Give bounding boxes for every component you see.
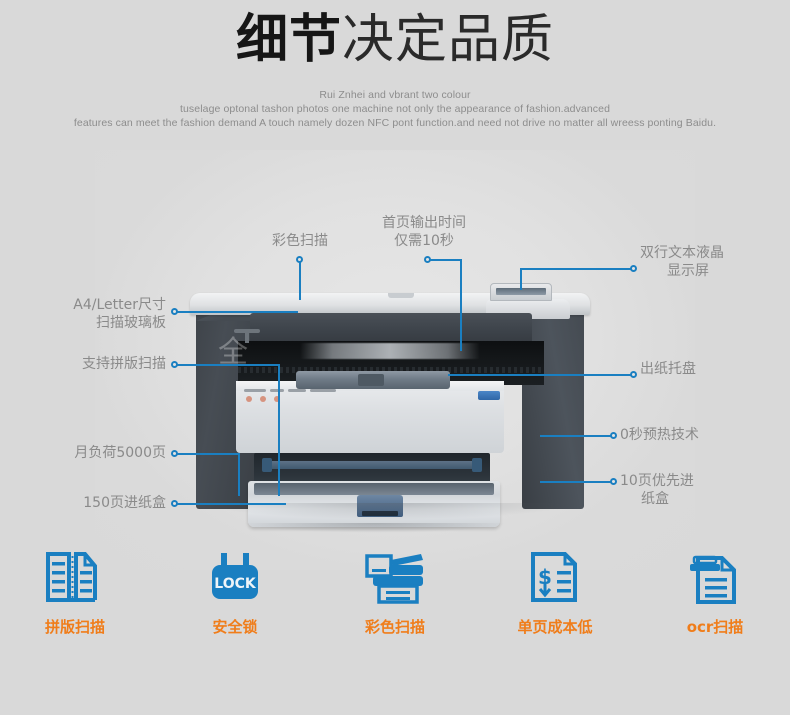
subtitle-line-1: Rui Znhei and vbrant two colour — [319, 89, 471, 101]
lock-icon-text: LOCK — [214, 576, 257, 592]
lead-lcd-display-v — [520, 268, 522, 290]
printer-badge — [478, 391, 500, 400]
scanner-interior-rail — [238, 367, 544, 373]
tray-drop-shadow — [242, 523, 508, 533]
scanner-slot — [250, 313, 532, 345]
callout-priority-tray-10-label-2: 纸盒 — [641, 491, 669, 507]
dual-page-scan-icon — [20, 548, 130, 610]
dot-color-scan — [296, 256, 303, 263]
lead-zero-warmup — [540, 435, 613, 437]
lead-monthly-duty-v — [238, 453, 240, 496]
lead-lcd-display-h — [520, 268, 633, 270]
dot-input-tray-150 — [171, 500, 178, 507]
feature-low-page-cost[interactable]: $ 单页成本低 — [500, 548, 610, 637]
callout-color-scan-label: 彩色扫描 — [272, 233, 328, 249]
callout-output-tray-label: 出纸托盘 — [640, 361, 696, 377]
subtitle: Rui Znhei and vbrant two colour tuselage… — [0, 88, 790, 130]
callout-color-scan: 彩色扫描 — [258, 232, 342, 250]
ocr-scan-icon — [660, 548, 770, 610]
color-scanner-icon — [340, 548, 450, 610]
callout-zero-warmup: 0秒预热技术 — [620, 426, 760, 444]
lead-a4-glass — [176, 311, 298, 313]
printer-right-panel — [522, 297, 584, 509]
callout-first-page-time-label-2: 仅需10秒 — [394, 233, 454, 249]
callout-priority-tray-10: 10页优先进 纸盒 — [620, 472, 760, 508]
security-lock-icon: LOCK — [180, 548, 290, 610]
feature-ocr-scan-label: ocr扫描 — [686, 618, 744, 636]
callout-a4-glass-label-2: 扫描玻璃板 — [96, 315, 166, 331]
lead-merge-scan-v — [278, 364, 280, 496]
output-tray-tab — [358, 374, 384, 386]
subtitle-line-2: tuselage optonal tashon photos one machi… — [179, 103, 611, 115]
callout-lcd-display-label-2: 显示屏 — [667, 263, 709, 279]
lead-color-scan — [299, 262, 301, 300]
feature-security-lock[interactable]: LOCK 安全锁 — [180, 548, 290, 637]
callout-zero-warmup-label: 0秒预热技术 — [620, 427, 699, 443]
paper-guide-left-tab — [262, 458, 272, 472]
feature-icon-row: 拼版扫描 LOCK 安全锁 — [0, 548, 790, 658]
lead-monthly-duty-h — [176, 453, 240, 455]
lead-input-tray-150 — [176, 503, 286, 505]
feature-security-lock-label: 安全锁 — [212, 618, 258, 636]
front-paper-tray-lip — [254, 483, 494, 495]
front-paper-tray-handle-slot — [362, 511, 398, 516]
low-page-cost-icon: $ — [500, 548, 610, 610]
paper-width-guide — [262, 461, 482, 469]
callout-monthly-duty: 月负荷5000页 — [26, 444, 166, 462]
dot-a4-glass — [171, 308, 178, 315]
lcd-screen — [496, 288, 546, 295]
printer-illustration: 全 — [190, 255, 590, 545]
callout-merge-scan-label: 支持拼版扫描 — [82, 356, 166, 372]
callout-merge-scan: 支持拼版扫描 — [26, 355, 166, 373]
feature-color-scan-label: 彩色扫描 — [364, 618, 425, 636]
printer-drop-shadow — [210, 503, 570, 519]
feature-ocr-scan[interactable]: ocr扫描 — [660, 548, 770, 637]
title-thin-part: 决定品质 — [342, 11, 555, 69]
callout-input-tray-150-label: 150页进纸盒 — [83, 495, 166, 511]
subtitle-line-3: features can meet the fashion demand A t… — [73, 117, 717, 129]
dot-output-tray — [630, 371, 637, 378]
callout-lcd-display: 双行文本液晶 显示屏 — [640, 244, 780, 280]
callout-a4-glass: A4/Letter尺寸 扫描玻璃板 — [36, 296, 166, 332]
control-panel — [244, 387, 340, 403]
dot-monthly-duty — [171, 450, 178, 457]
paper-guide-right-tab — [472, 458, 482, 472]
feature-dual-page-scan[interactable]: 拼版扫描 — [20, 548, 130, 637]
callout-a4-glass-label-1: A4/Letter尺寸 — [73, 297, 166, 313]
callout-first-page-time-label-1: 首页输出时间 — [382, 215, 466, 231]
lead-first-page-time-h — [427, 259, 462, 261]
callout-input-tray-150: 150页进纸盒 — [26, 494, 166, 512]
page-title: 细节决定品质 — [0, 14, 790, 66]
dot-merge-scan — [171, 361, 178, 368]
callout-output-tray: 出纸托盘 — [640, 360, 760, 378]
printer-body — [236, 383, 504, 453]
scanner-hinge — [234, 329, 260, 343]
callout-first-page-time: 首页输出时间 仅需10秒 — [368, 214, 480, 250]
dot-first-page-time — [424, 256, 431, 263]
lead-priority-tray-10 — [540, 481, 613, 483]
feature-dual-page-scan-label: 拼版扫描 — [44, 618, 105, 636]
dollar-sign-glyph: $ — [538, 565, 552, 589]
dot-lcd-display — [630, 265, 637, 272]
lead-merge-scan-h — [176, 364, 280, 366]
scanner-lid-notch — [388, 293, 414, 298]
feature-color-scan[interactable]: 彩色扫描 — [340, 548, 450, 637]
dot-priority-tray-10 — [610, 478, 617, 485]
feature-low-page-cost-label: 单页成本低 — [517, 618, 593, 636]
dot-zero-warmup — [610, 432, 617, 439]
title-bold-part: 细节 — [235, 10, 342, 70]
lead-output-tray — [448, 374, 633, 376]
scanner-interior-glow — [300, 343, 480, 359]
callout-priority-tray-10-label-1: 10页优先进 — [620, 473, 694, 489]
callout-lcd-display-label-1: 双行文本液晶 — [640, 245, 724, 261]
callout-monthly-duty-label: 月负荷5000页 — [74, 445, 166, 461]
lead-first-page-time-v — [460, 259, 462, 351]
